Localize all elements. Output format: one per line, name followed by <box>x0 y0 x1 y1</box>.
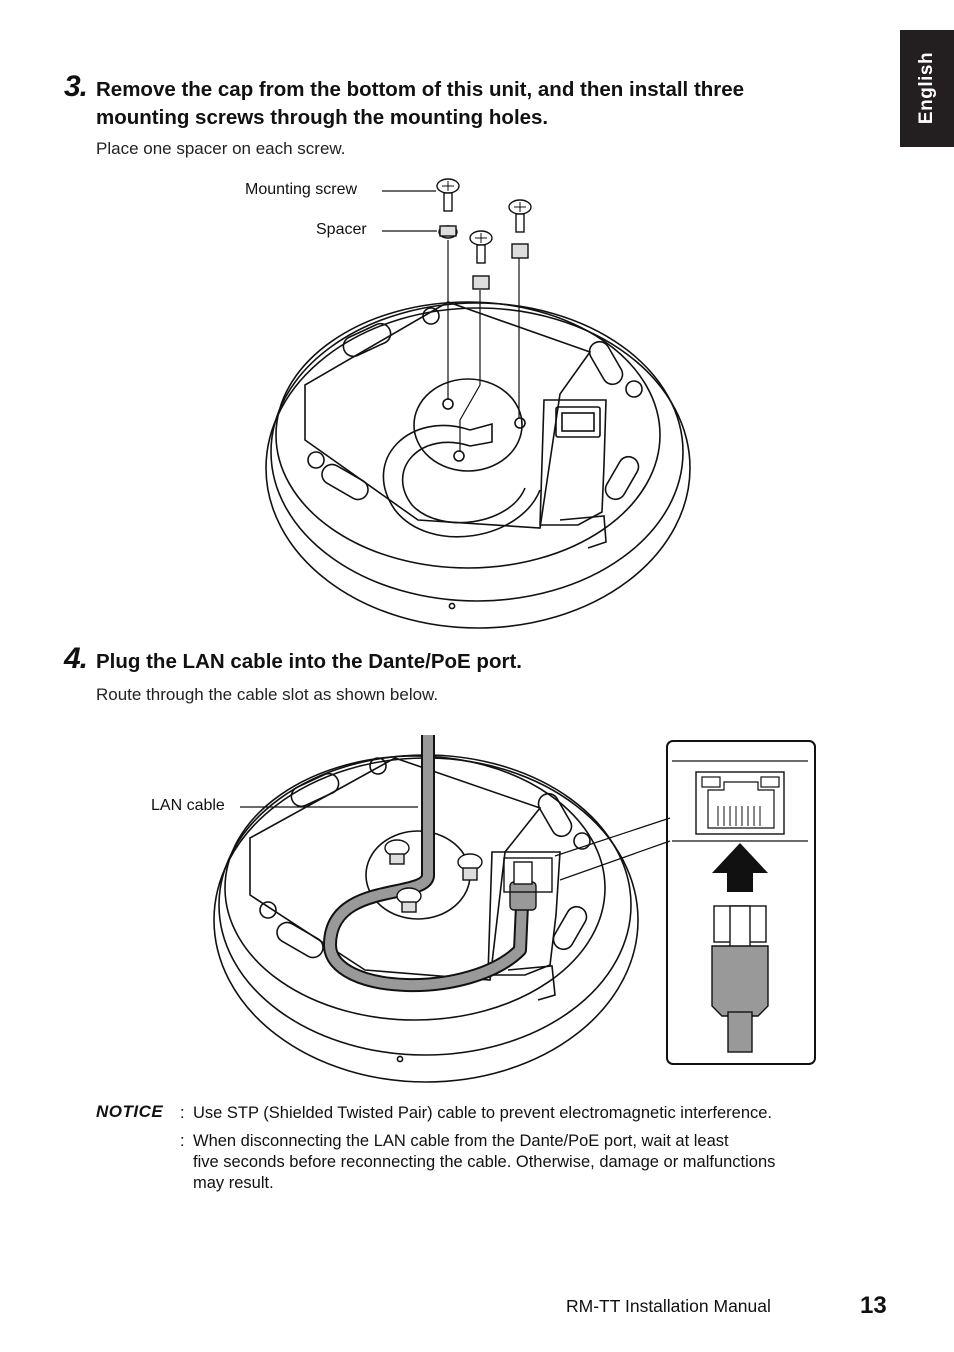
notice-item-2: : When disconnecting the LAN cable from … <box>180 1131 900 1197</box>
step-3-title: Remove the cap from the bottom of this u… <box>96 76 876 132</box>
step-3-title-line1: Remove the cap from the bottom of this u… <box>96 78 745 101</box>
mounting-screw-callout: Mounting screw <box>245 181 358 198</box>
step-4-title: Plug the LAN cable into the Dante/PoE po… <box>96 650 522 673</box>
page-number: 13 <box>860 1292 887 1319</box>
step-3-note: Place one spacer on each screw. <box>96 139 346 158</box>
notice-item-2-line2: five seconds before reconnecting the cab… <box>193 1153 776 1171</box>
notice-item-1: : Use STP (Shielded Twisted Pair) cable … <box>180 1103 900 1125</box>
spacer-callout: Spacer <box>316 221 367 238</box>
mounting-screws-illustration <box>265 178 691 629</box>
notice-label: NOTICE <box>96 1102 164 1121</box>
notice-item-2-line1: When disconnecting the LAN cable from th… <box>193 1132 729 1150</box>
step-4-note: Route through the cable slot as shown be… <box>96 685 439 704</box>
step-4-number: 4. <box>64 642 88 675</box>
notice-item-1-text: Use STP (Shielded Twisted Pair) cable to… <box>193 1104 773 1122</box>
step-3-title-line2: mounting screws through the mounting hol… <box>96 106 549 129</box>
lan-cable-callout: LAN cable <box>151 797 225 814</box>
step-3-number: 3. <box>64 70 88 103</box>
manual-title: RM-TT Installation Manual <box>566 1296 771 1316</box>
language-tab: English <box>900 30 954 147</box>
lan-cable-illustration <box>213 735 816 1083</box>
notice-item-2-line3: may result. <box>193 1174 274 1192</box>
